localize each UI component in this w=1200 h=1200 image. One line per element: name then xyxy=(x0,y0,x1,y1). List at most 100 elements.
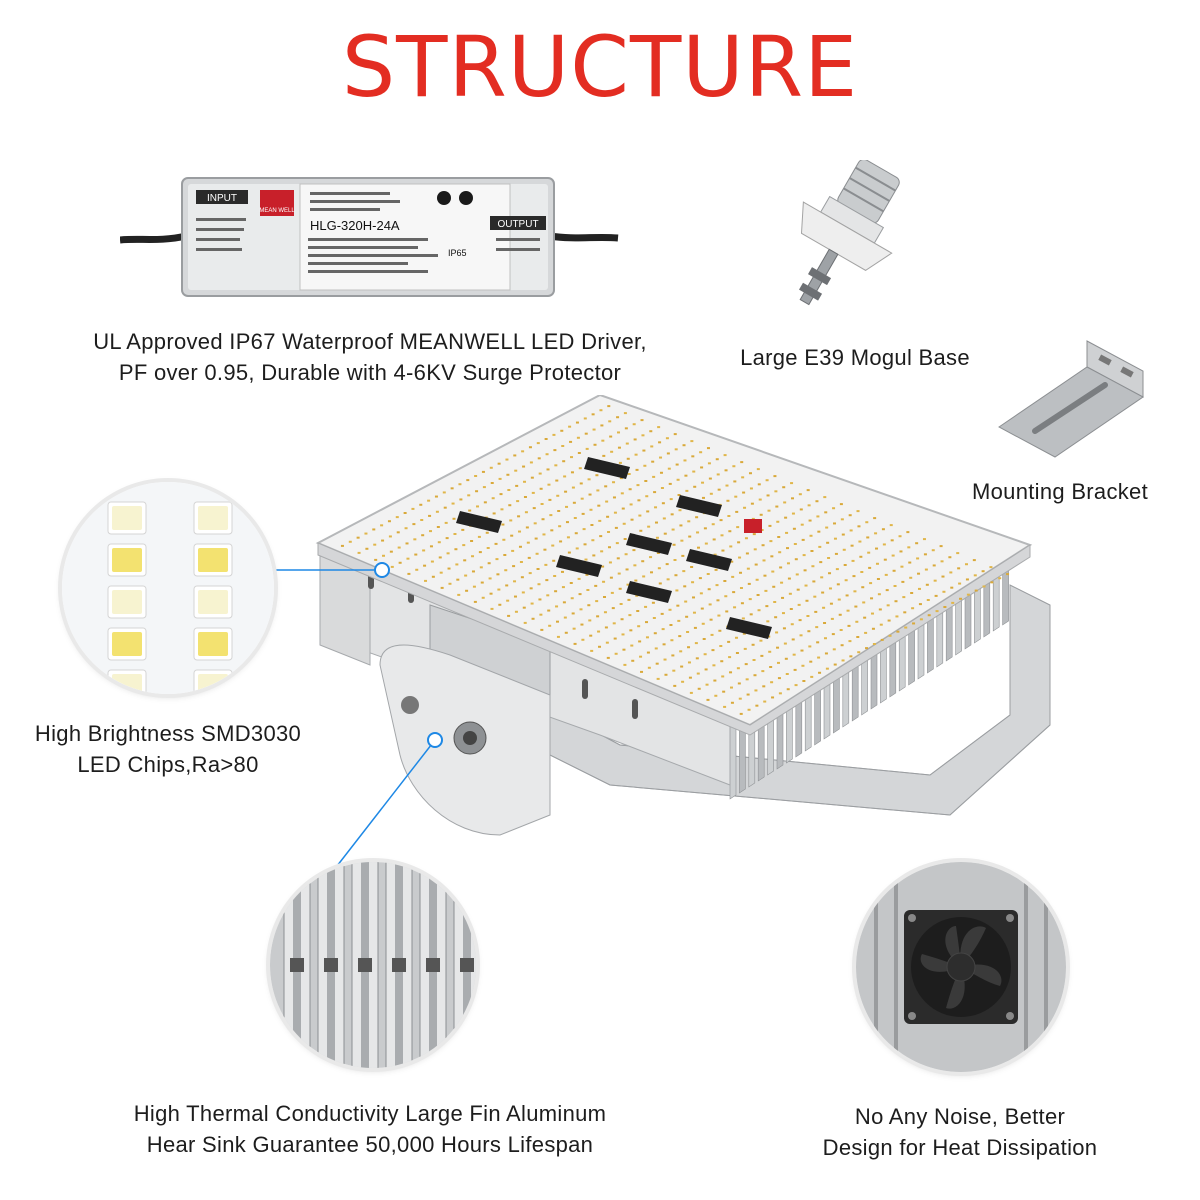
led-dot xyxy=(510,534,514,537)
led-dot xyxy=(645,621,649,624)
led-dot xyxy=(743,506,747,509)
led-dot xyxy=(762,559,766,562)
led-dot xyxy=(646,510,650,513)
led-dot xyxy=(942,590,946,593)
led-dot xyxy=(403,512,407,514)
led-dot xyxy=(808,519,812,522)
led-dot xyxy=(826,541,830,544)
led-dot xyxy=(802,680,806,682)
led-dot xyxy=(622,648,626,651)
led-dot xyxy=(562,601,566,604)
led-dot xyxy=(617,446,621,449)
chip-phosphor xyxy=(112,590,142,614)
led-dot xyxy=(708,477,712,480)
led-dot xyxy=(658,441,662,444)
led-dot xyxy=(635,594,639,597)
led-dot xyxy=(699,451,703,454)
led-dot xyxy=(691,455,695,458)
led-dot xyxy=(388,535,392,538)
led-dot xyxy=(681,554,685,557)
led-dot xyxy=(909,576,913,579)
led-dot xyxy=(571,486,575,489)
led-dot xyxy=(623,412,627,415)
led-dot xyxy=(754,689,758,692)
led-dot xyxy=(624,427,628,430)
led-dot xyxy=(574,532,578,535)
led-dot xyxy=(438,556,442,559)
led-dot xyxy=(597,504,601,507)
led-dot xyxy=(595,474,599,477)
led-dot xyxy=(965,578,969,581)
led-dot xyxy=(553,449,557,452)
led-dot xyxy=(725,610,729,613)
led-dot xyxy=(943,606,947,608)
led-dot xyxy=(651,460,655,463)
led-dot xyxy=(653,632,657,635)
led-dot xyxy=(570,456,574,459)
led-dot xyxy=(674,448,678,451)
led-dot xyxy=(589,634,593,637)
led-dot xyxy=(836,583,840,586)
heatsink-caption-line2: Hear Sink Guarantee 50,000 Hours Lifespa… xyxy=(146,1132,594,1157)
led-dot xyxy=(820,576,824,579)
led-dot xyxy=(556,494,560,497)
led-dot xyxy=(499,493,503,496)
led-dot xyxy=(719,519,723,522)
led-dot xyxy=(629,629,633,632)
led-dot xyxy=(695,657,699,660)
led-dot xyxy=(768,524,772,527)
led-dot xyxy=(509,519,513,522)
fin-slot xyxy=(392,958,406,972)
led-dot xyxy=(613,511,617,514)
chip-phosphor xyxy=(112,506,142,530)
led-dot xyxy=(878,608,882,611)
led-dot xyxy=(892,569,896,572)
led-dot xyxy=(623,663,627,666)
led-dot xyxy=(507,614,511,617)
led-dot xyxy=(919,618,923,621)
led-dot xyxy=(587,478,591,481)
led-dot xyxy=(495,558,499,561)
led-dot xyxy=(643,464,647,467)
led-dot xyxy=(907,546,911,549)
led-dot xyxy=(765,479,769,482)
led-dot xyxy=(657,567,661,570)
led-dot xyxy=(487,562,491,565)
led-dot xyxy=(468,509,472,512)
fin-slot xyxy=(358,958,372,972)
led-dot xyxy=(548,498,552,501)
heatsink-caption: High Thermal Conductivity Large Fin Alum… xyxy=(90,1098,650,1160)
led-dot xyxy=(740,461,744,464)
driver-input-label: INPUT xyxy=(207,193,237,204)
led-dot xyxy=(511,549,515,552)
led-dot xyxy=(838,613,842,616)
led-dot xyxy=(696,531,700,534)
led-dot xyxy=(581,512,585,515)
led-dot xyxy=(570,471,574,474)
led-dot xyxy=(597,630,601,633)
led-dot xyxy=(540,628,544,631)
led-dot xyxy=(981,570,985,573)
led-dot xyxy=(588,493,592,496)
led-dot xyxy=(989,566,993,569)
led-dot xyxy=(588,619,592,622)
led-dot xyxy=(531,491,535,494)
led-retrofit-kit-image xyxy=(315,395,1051,836)
led-dot xyxy=(506,599,510,602)
led-dot xyxy=(719,645,723,647)
led-dot xyxy=(696,672,700,675)
led-dot xyxy=(445,537,449,540)
led-dot xyxy=(713,553,717,556)
led-dot xyxy=(534,537,538,540)
led-dot xyxy=(680,665,684,668)
led-dot xyxy=(893,585,897,587)
led-dot xyxy=(857,525,861,528)
led-dot xyxy=(910,592,914,594)
led-dot xyxy=(824,652,828,655)
led-dot xyxy=(674,574,678,577)
led-dot xyxy=(413,538,417,541)
led-dot xyxy=(894,600,898,603)
led-dot xyxy=(769,666,773,668)
led-dot xyxy=(462,544,466,547)
led-dot xyxy=(642,575,646,578)
